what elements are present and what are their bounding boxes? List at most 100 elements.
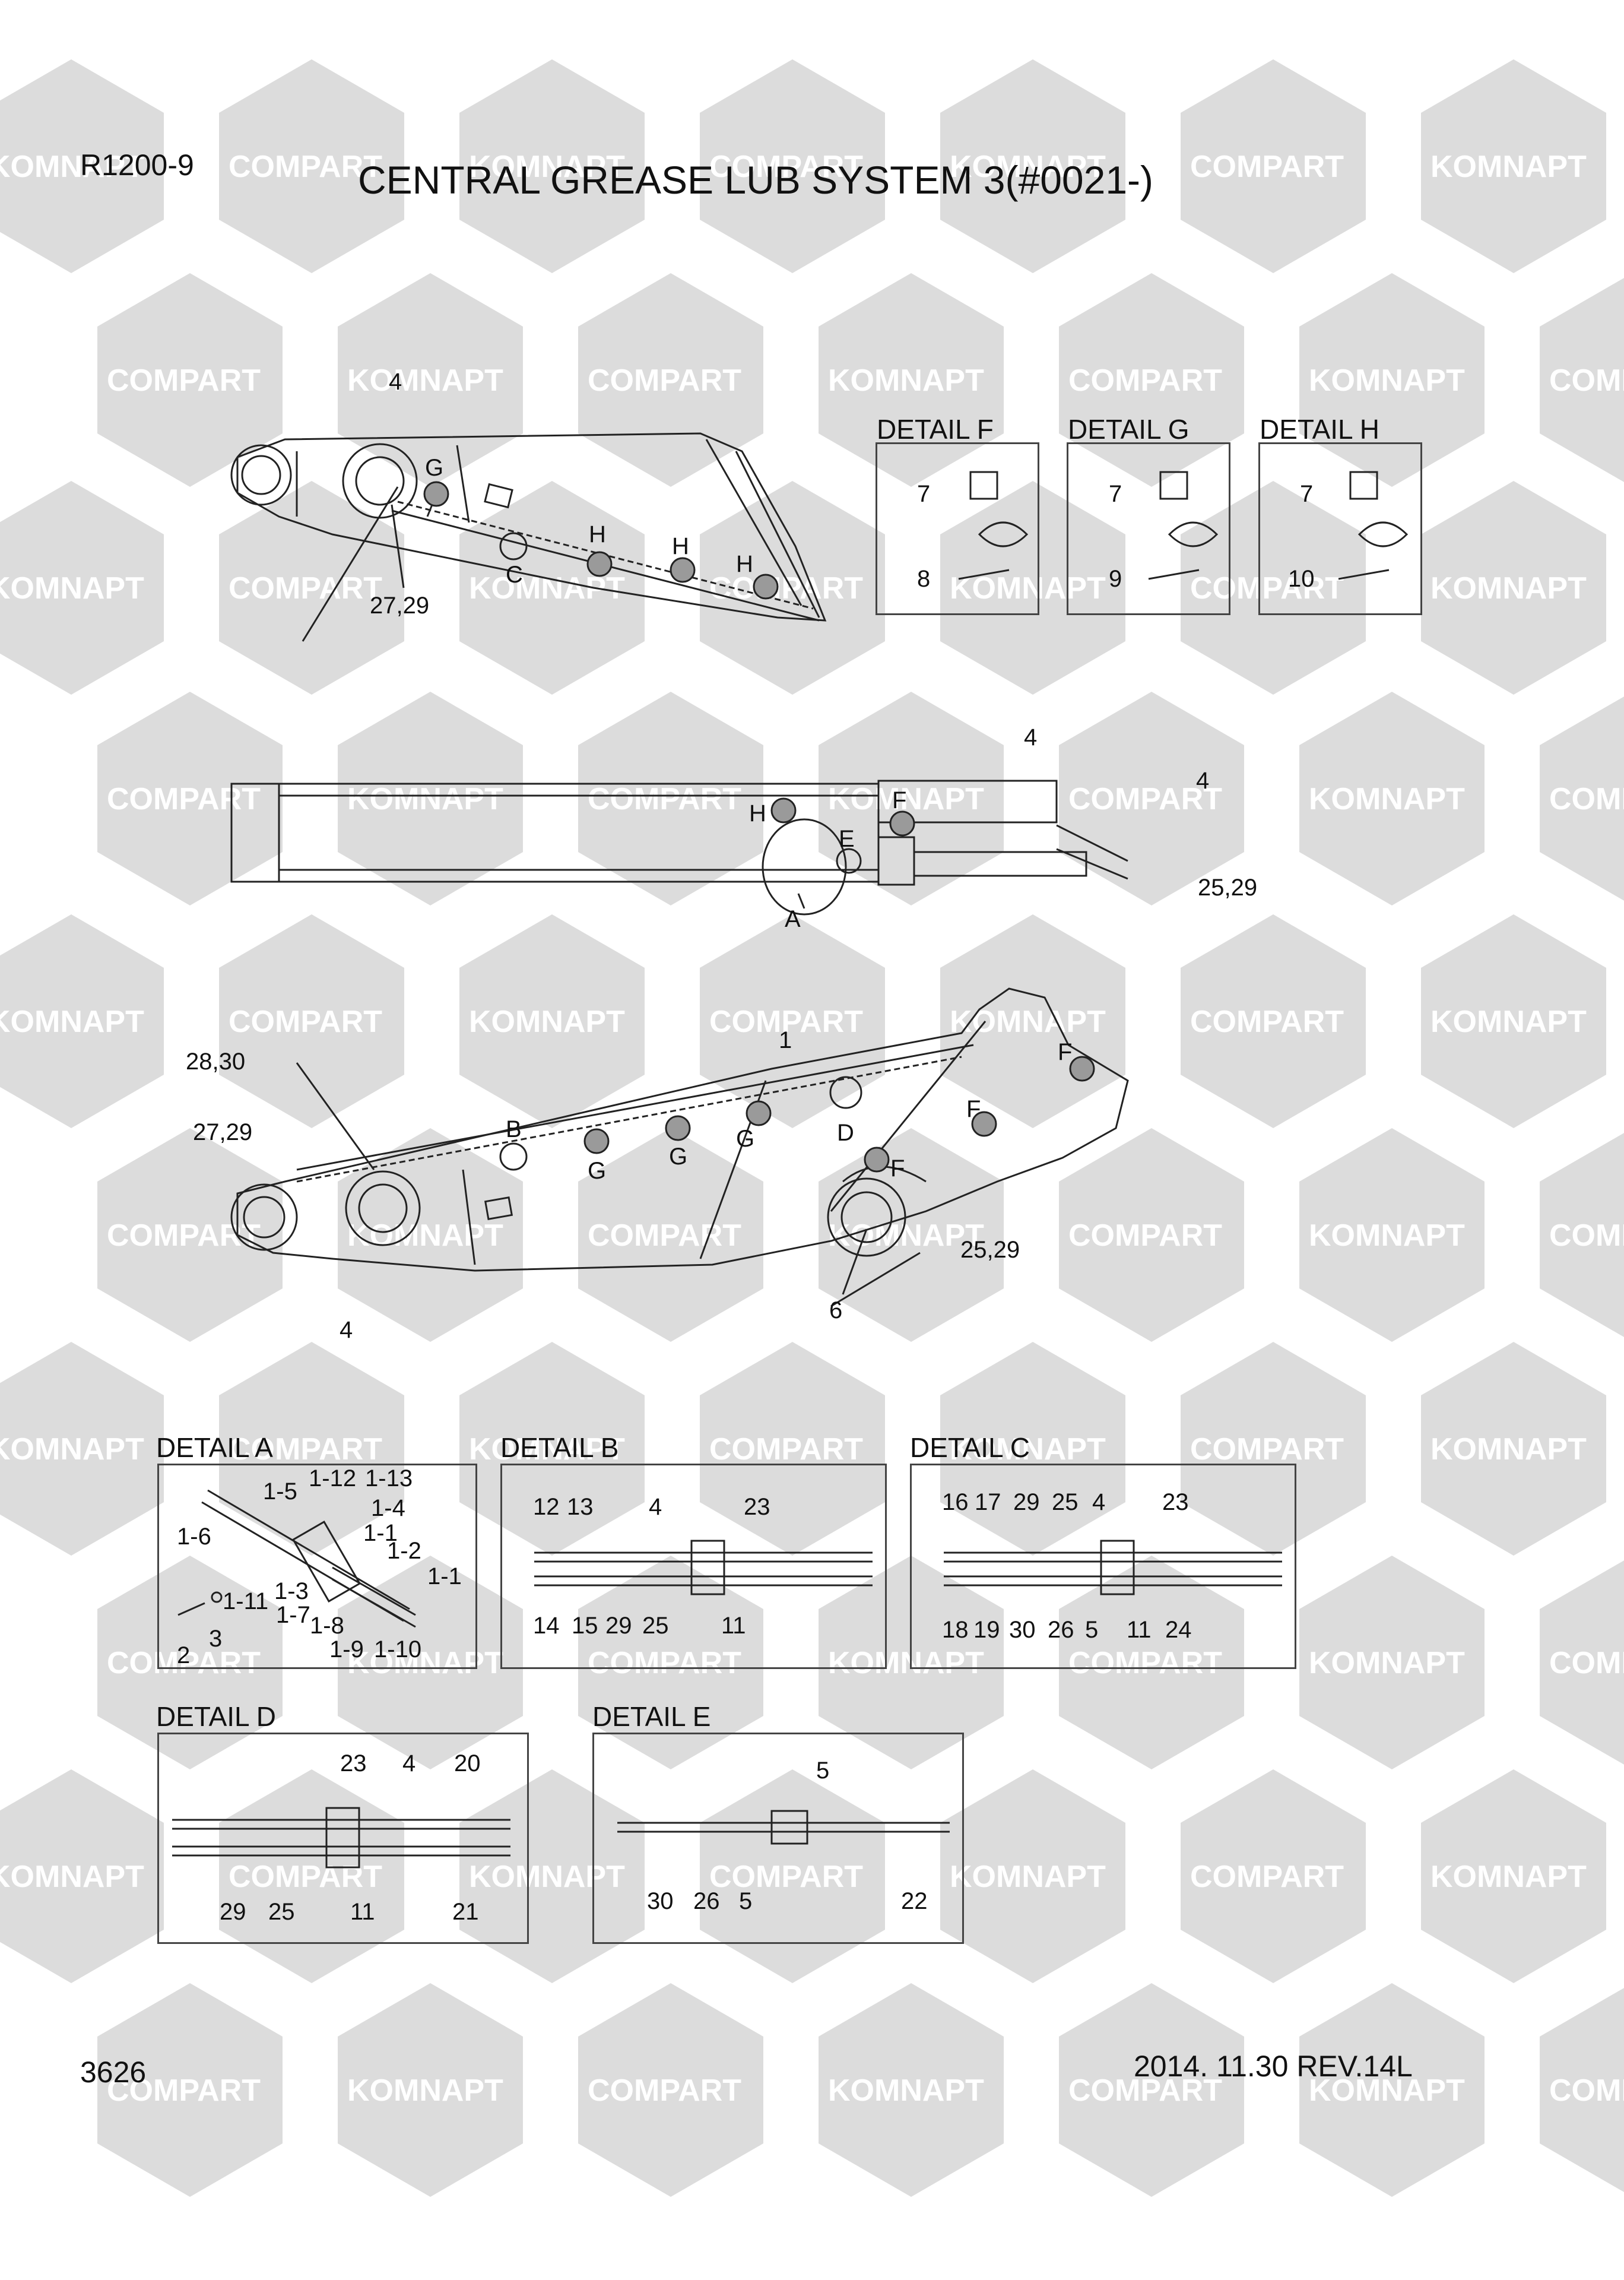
watermark-word: COMPART <box>1549 363 1624 398</box>
part-label: 27,29 <box>370 593 430 619</box>
part-label: G <box>425 455 444 481</box>
part-label: 5 <box>816 1758 830 1784</box>
watermark-word: COMPART <box>709 150 863 184</box>
watermark-word: COMPART <box>107 363 261 398</box>
part-label: C <box>506 562 523 588</box>
watermark-hex-shape <box>578 1128 763 1342</box>
watermark-hex-shape <box>819 1983 1004 2197</box>
watermark-word: KOMNAPT <box>1309 782 1465 816</box>
part-label: F <box>966 1096 981 1122</box>
top-arm-view <box>230 432 827 642</box>
watermark-word: KOMNAPT <box>1430 1860 1587 1894</box>
watermark-hex-shape <box>578 692 763 905</box>
watermark-hex-shape <box>1181 59 1366 273</box>
watermark-hex-shape <box>0 481 164 695</box>
part-label: B <box>506 1116 522 1142</box>
watermark-hex-shape <box>0 914 164 1128</box>
watermark-hex-shape <box>97 273 283 487</box>
watermark-word: KOMNAPT <box>0 1860 144 1894</box>
watermark-word: COMPART <box>588 782 741 816</box>
watermark-word: COMPART <box>107 782 261 816</box>
watermark-hex-shape <box>219 914 404 1128</box>
watermark-hex-shape <box>1181 1769 1366 1983</box>
watermark-hex-shape <box>1059 273 1244 487</box>
part-label: 7 <box>1300 481 1314 507</box>
watermark-word: KOMNAPT <box>1430 1005 1587 1039</box>
watermark-hex-shape <box>1299 1983 1485 2197</box>
watermark-word: COMPART <box>107 2073 261 2108</box>
watermark-word: KOMNAPT <box>950 150 1106 184</box>
part-label: 20 <box>454 1750 481 1776</box>
watermark-hex-shape <box>1059 1128 1244 1342</box>
watermark-hex-shape <box>459 1769 645 1983</box>
detail-e-box <box>592 1733 964 1944</box>
part-label: 18 <box>942 1617 969 1643</box>
part-label: 23 <box>340 1750 367 1776</box>
watermark-word: KOMNAPT <box>950 571 1106 606</box>
part-label: 27,29 <box>193 1119 253 1145</box>
part-label: E <box>839 826 855 852</box>
watermark-word: COMPART <box>229 571 382 606</box>
watermark-hex-shape <box>219 481 404 695</box>
watermark-hex-shape <box>459 59 645 273</box>
callout-bot-g2 <box>665 1115 691 1141</box>
watermark-word: COMPART <box>709 1005 863 1039</box>
part-label: F <box>890 1155 905 1182</box>
watermark-hex-shape <box>97 692 283 905</box>
detail-g-box <box>1067 442 1230 615</box>
watermark-word: KOMNAPT <box>0 150 144 184</box>
watermark-word: KOMNAPT <box>347 1646 503 1680</box>
hose-sketches <box>172 1540 1282 1869</box>
detail-c-box <box>910 1464 1296 1669</box>
watermark-word: KOMNAPT <box>469 1005 625 1039</box>
part-label: 28,30 <box>186 1049 246 1075</box>
watermark-hex-shape <box>0 59 164 273</box>
watermark-word: KOMNAPT <box>0 1432 144 1467</box>
watermark-hex-shape <box>1421 914 1606 1128</box>
watermark-word: KOMNAPT <box>347 782 503 816</box>
part-label: A <box>785 906 801 932</box>
watermark-word: COMPART <box>709 1432 863 1467</box>
detail-h-heading: DETAIL H <box>1260 414 1379 445</box>
watermark-hex-shape <box>97 1128 283 1342</box>
watermark-word: COMPART <box>1549 1218 1624 1253</box>
part-label: 29 <box>220 1899 246 1925</box>
part-label: 5 <box>739 1888 753 1914</box>
watermark-word: KOMNAPT <box>950 1432 1106 1467</box>
callout-mid-h <box>770 797 797 824</box>
watermark-hex-shape <box>1299 1128 1485 1342</box>
part-label: 1-6 <box>177 1524 211 1550</box>
detail-g-heading: DETAIL G <box>1068 414 1190 445</box>
part-label: 26 <box>1048 1617 1074 1643</box>
watermark-word: COMPART <box>1068 1646 1222 1680</box>
part-label: 1-3 <box>274 1578 309 1604</box>
part-label: 25,29 <box>1198 875 1258 901</box>
part-label: 30 <box>647 1888 674 1914</box>
part-label: 13 <box>567 1494 594 1520</box>
part-label: D <box>837 1120 854 1146</box>
part-label: 22 <box>901 1888 928 1914</box>
watermark-hex-shape <box>1181 1342 1366 1556</box>
callout-bot-b <box>499 1142 528 1171</box>
callout-bot-g3 <box>746 1100 772 1126</box>
watermark-word: KOMNAPT <box>1309 363 1465 398</box>
part-label: 26 <box>693 1888 720 1914</box>
part-label: 30 <box>1009 1617 1036 1643</box>
part-label: 1-5 <box>263 1478 297 1505</box>
callout-top-c <box>499 532 528 560</box>
watermark-hex-shape <box>1421 59 1606 273</box>
part-label: 25 <box>642 1613 669 1639</box>
watermark-word: KOMNAPT <box>347 2073 503 2108</box>
callout-bot-f2 <box>971 1111 997 1137</box>
callout-bot-f1 <box>864 1147 890 1173</box>
watermark-word: COMPART <box>1190 1005 1344 1039</box>
watermark-word: COMPART <box>1068 363 1222 398</box>
watermark-hex-shape <box>1059 692 1244 905</box>
watermark-word: COMPART <box>1190 571 1344 606</box>
watermark-hex-shape <box>578 1983 763 2197</box>
watermark-hex-shape <box>1181 914 1366 1128</box>
callout-bot-f3 <box>1069 1056 1095 1082</box>
part-label: 4 <box>402 1750 416 1776</box>
part-label: 9 <box>1109 566 1122 592</box>
